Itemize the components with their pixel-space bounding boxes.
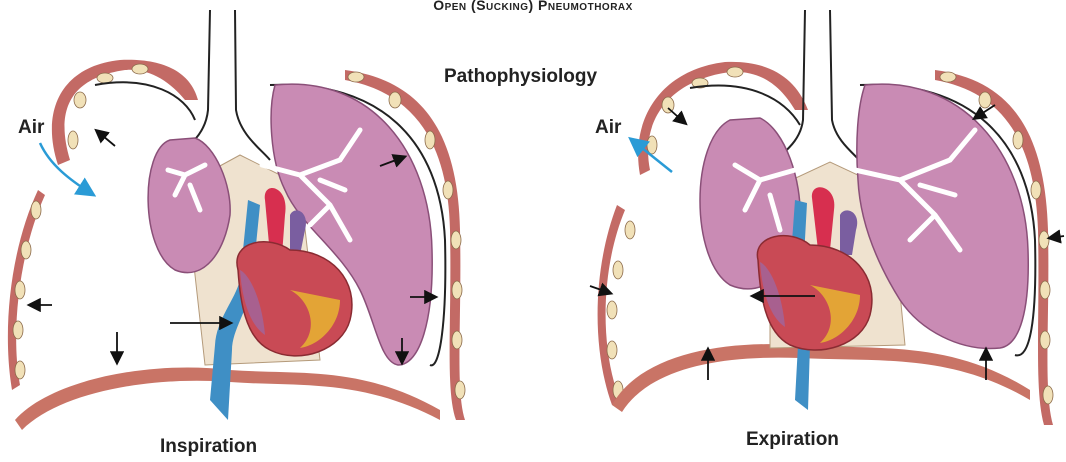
- right-diaphragm: [612, 344, 1030, 412]
- right-panel-expiration: [590, 10, 1064, 425]
- left-panel-inspiration: [8, 10, 465, 430]
- left-collapsed-lung: [148, 138, 230, 273]
